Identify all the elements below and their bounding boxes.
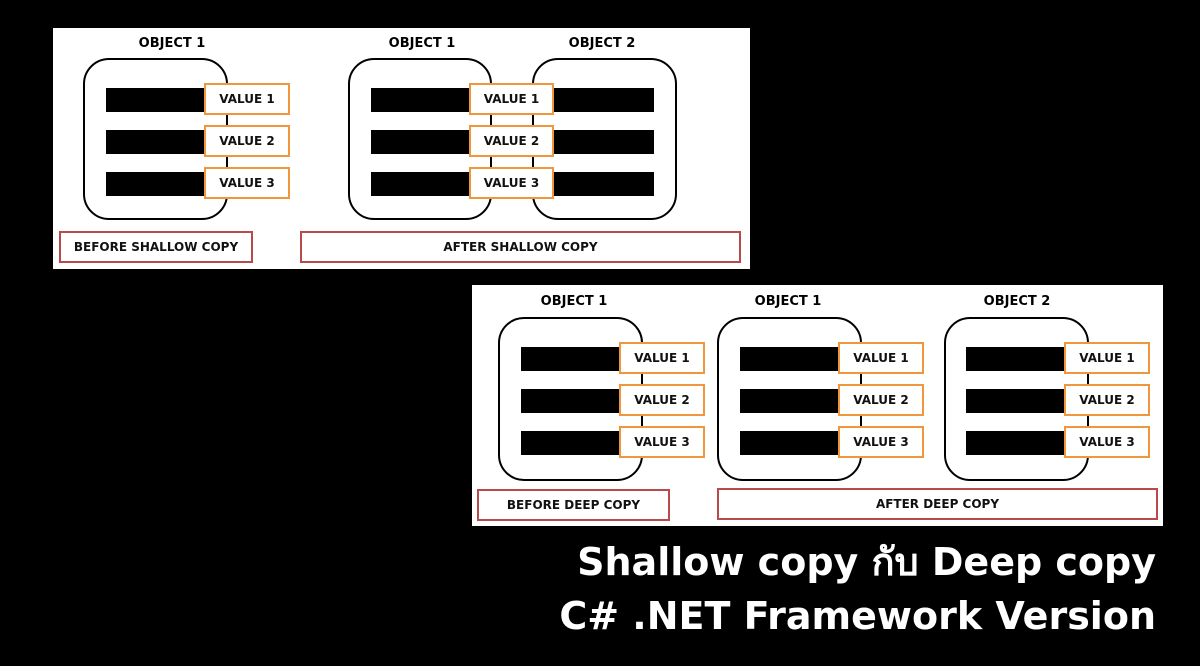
object-2-value-3-box: VALUE 3 xyxy=(1064,426,1150,458)
object-1-title-before-shallow: OBJECT 1 xyxy=(138,36,206,51)
field-bar xyxy=(371,172,471,196)
field-bar xyxy=(521,389,621,413)
value-3-box: VALUE 3 xyxy=(619,426,705,458)
field-bar xyxy=(521,347,621,371)
headline-line-2: C# .NET Framework Version xyxy=(559,594,1156,638)
copied-value-3-box: VALUE 3 xyxy=(838,426,924,458)
object-2-title-after-shallow: OBJECT 2 xyxy=(568,36,636,51)
copied-value-1-box: VALUE 1 xyxy=(838,342,924,374)
shallow-copy-panel: OBJECT 1 VALUE 1 VALUE 2 VALUE 3 OBJECT … xyxy=(53,28,750,269)
value-2-box: VALUE 2 xyxy=(204,125,290,157)
before-shallow-copy-caption: BEFORE SHALLOW COPY xyxy=(59,231,253,263)
field-bar xyxy=(106,88,206,112)
object-1-title-after-shallow: OBJECT 1 xyxy=(388,36,456,51)
value-2-box: VALUE 2 xyxy=(619,384,705,416)
field-bar xyxy=(551,130,654,154)
value-1-box: VALUE 1 xyxy=(204,83,290,115)
field-bar xyxy=(371,88,471,112)
field-bar xyxy=(966,431,1066,455)
object-2-title-after-deep: OBJECT 2 xyxy=(983,294,1051,309)
object-2-value-2-box: VALUE 2 xyxy=(1064,384,1150,416)
field-bar xyxy=(551,88,654,112)
field-bar xyxy=(966,347,1066,371)
shared-value-3-box: VALUE 3 xyxy=(469,167,554,199)
deep-copy-panel: OBJECT 1 VALUE 1 VALUE 2 VALUE 3 OBJECT … xyxy=(472,285,1163,526)
field-bar xyxy=(106,172,206,196)
field-bar xyxy=(521,431,621,455)
field-bar xyxy=(740,431,840,455)
field-bar xyxy=(551,172,654,196)
headline-line-1: Shallow copy กับ Deep copy xyxy=(577,540,1156,584)
copied-value-2-box: VALUE 2 xyxy=(838,384,924,416)
shared-value-1-box: VALUE 1 xyxy=(469,83,554,115)
field-bar xyxy=(106,130,206,154)
field-bar xyxy=(371,130,471,154)
value-1-box: VALUE 1 xyxy=(619,342,705,374)
value-3-box: VALUE 3 xyxy=(204,167,290,199)
object-2-value-1-box: VALUE 1 xyxy=(1064,342,1150,374)
shared-value-2-box: VALUE 2 xyxy=(469,125,554,157)
before-deep-copy-caption: BEFORE DEEP COPY xyxy=(477,489,670,521)
field-bar xyxy=(740,347,840,371)
object-1-title-before-deep: OBJECT 1 xyxy=(540,294,608,309)
after-shallow-copy-caption: AFTER SHALLOW COPY xyxy=(300,231,741,263)
field-bar xyxy=(740,389,840,413)
field-bar xyxy=(966,389,1066,413)
object-1-title-after-deep: OBJECT 1 xyxy=(754,294,822,309)
after-deep-copy-caption: AFTER DEEP COPY xyxy=(717,488,1158,520)
